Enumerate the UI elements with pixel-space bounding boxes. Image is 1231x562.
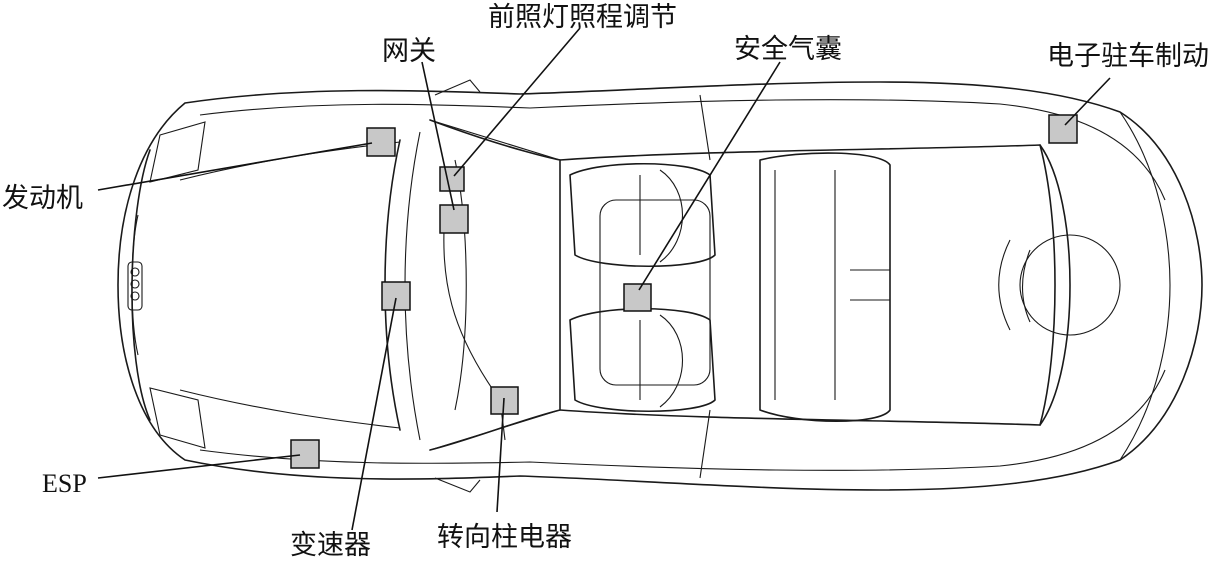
leader-engine (97, 142, 373, 191)
label-esp: ESP (42, 469, 87, 498)
parking-brake-module (1048, 114, 1078, 144)
leader-lines (97, 27, 1111, 531)
leader-steering-column (496, 397, 505, 513)
transmission-module (381, 281, 411, 311)
engine-module (366, 127, 396, 157)
esp-module (290, 439, 320, 469)
label-gateway: 网关 (382, 36, 436, 67)
leader-gateway (421, 61, 455, 211)
label-electronic-parking-brake: 电子驻车制动 (1047, 41, 1209, 72)
leader-transmission (351, 297, 397, 531)
label-airbag: 安全气囊 (734, 34, 842, 65)
headlight-range-module (439, 166, 465, 192)
leader-airbag (638, 61, 781, 291)
airbag-module (623, 283, 652, 312)
ecu-modules (290, 114, 1078, 469)
car-outline (117, 79, 1203, 493)
label-engine: 发动机 (2, 183, 83, 214)
leader-parking-brake (1064, 77, 1111, 126)
leader-esp (97, 454, 301, 479)
labels: 前照灯照程调节 网关 安全气囊 电子驻车制动 发动机 ESP 变速器 转向柱电器 (2, 2, 1209, 561)
label-steering-column-electronics: 转向柱电器 (437, 522, 572, 553)
label-transmission: 变速器 (290, 530, 371, 561)
label-headlight-range: 前照灯照程调节 (488, 2, 677, 33)
leader-headlight-range (453, 27, 581, 177)
